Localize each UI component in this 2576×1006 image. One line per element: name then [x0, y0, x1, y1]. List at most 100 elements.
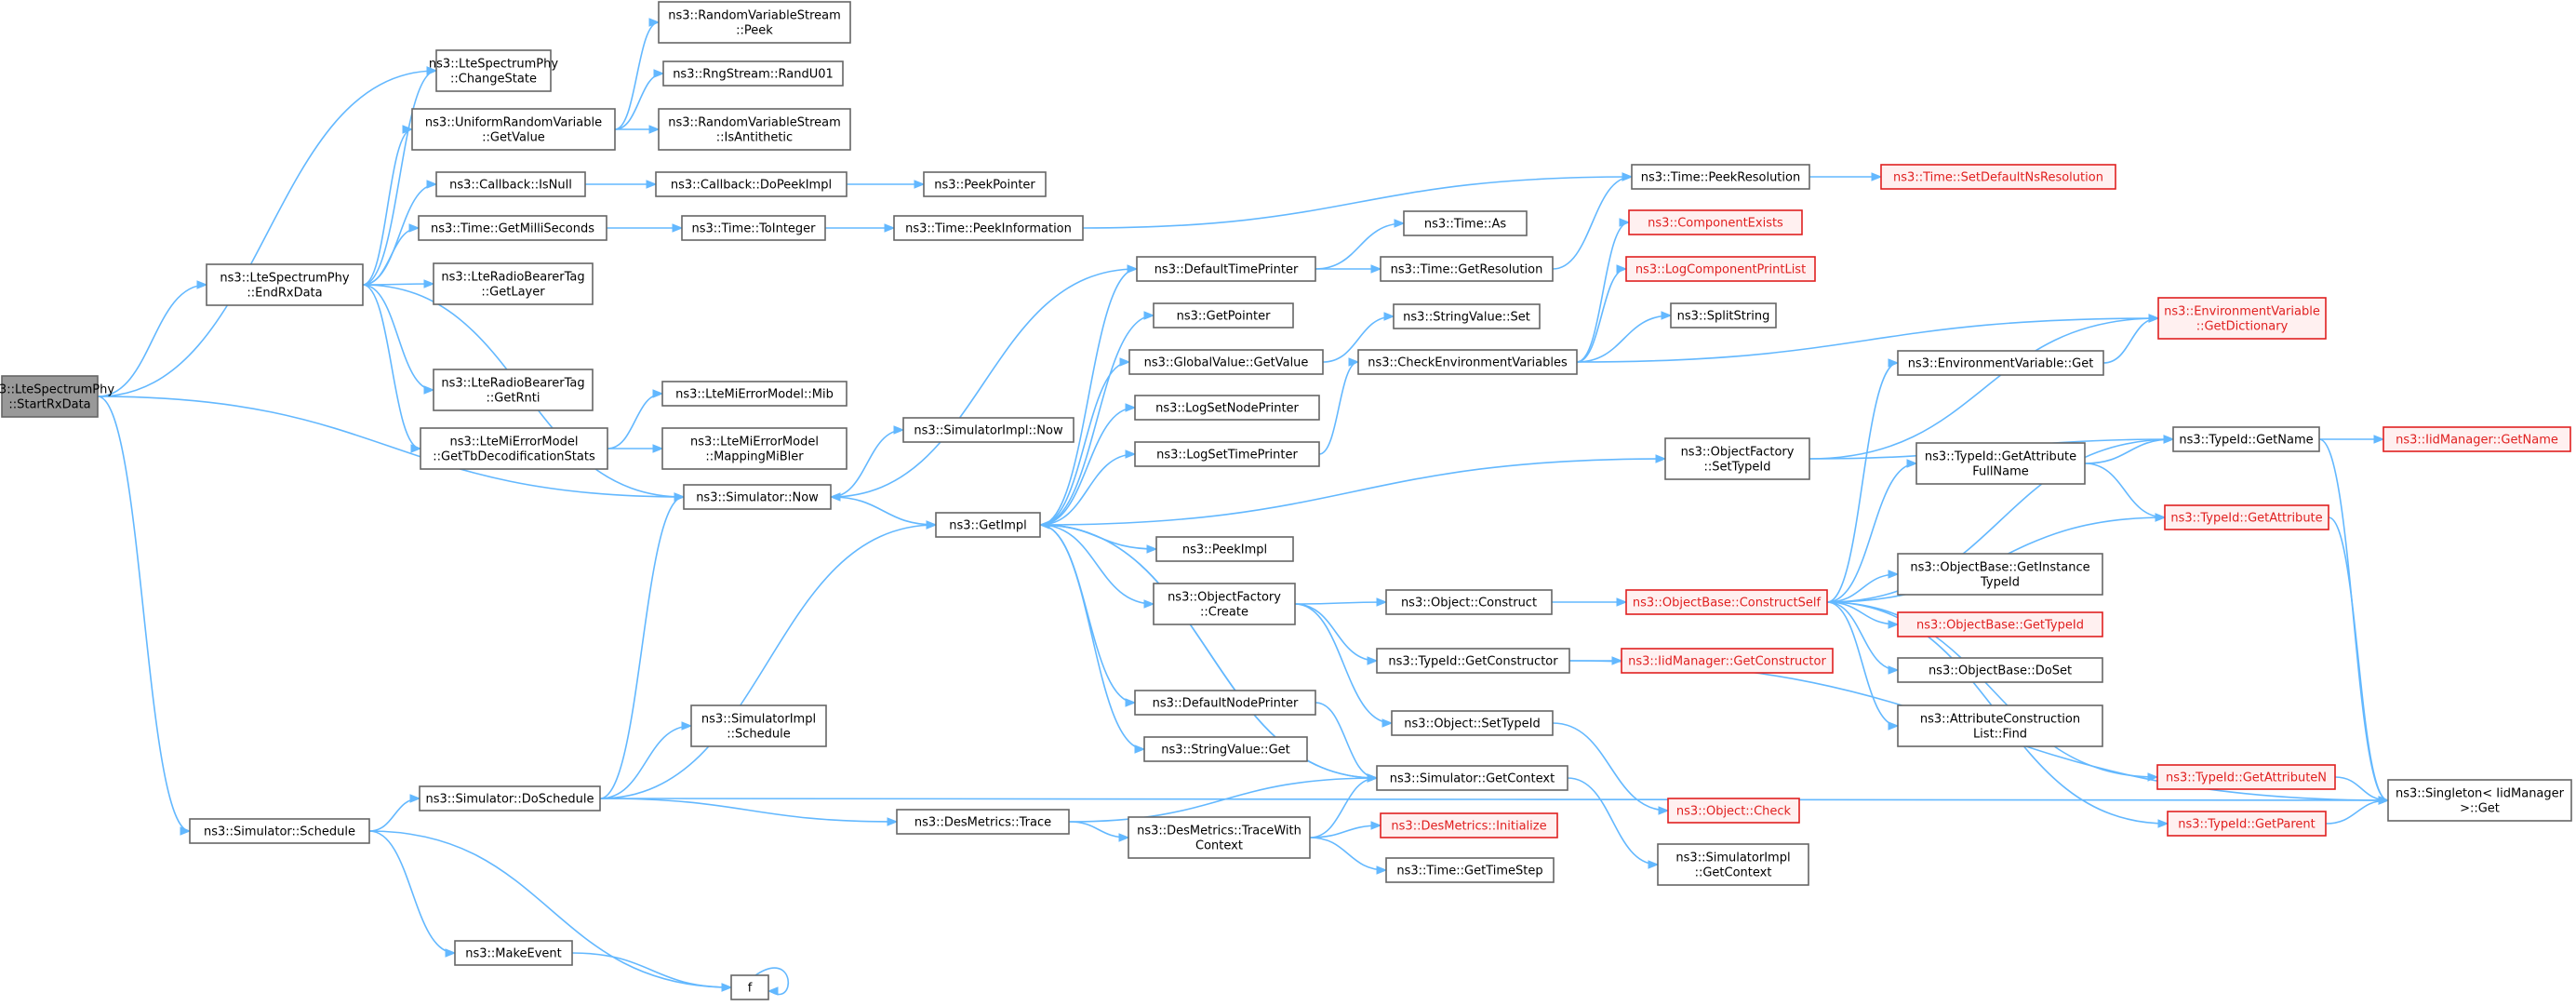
node-box — [662, 60, 844, 87]
node-objSetType[interactable]: ns3::Object::SetTypeId — [1391, 710, 1554, 736]
node-rngRand[interactable]: ns3::RngStream::RandU01 — [662, 60, 844, 87]
node-objBaseCtor[interactable]: ns3::ObjectBase::ConstructSelf — [1625, 589, 1828, 615]
node-typeGetCtor[interactable]: ns3::TypeId::GetConstructor — [1376, 648, 1570, 674]
edge-simGetCtx-to-simImplGetCtx — [1567, 777, 1660, 869]
edge-line — [1039, 458, 1666, 526]
node-objFactCreate[interactable]: ns3::ObjectFactory::Create — [1153, 583, 1296, 625]
edge-line — [1826, 601, 1899, 671]
node-simNow[interactable]: ns3::Simulator::Now — [683, 484, 832, 510]
node-iidGetName[interactable]: ns3::IidManager::GetName — [2382, 426, 2571, 452]
edge-line — [362, 284, 421, 449]
node-simImplSched[interactable]: ns3::SimulatorImpl::Schedule — [690, 704, 827, 747]
node-timePeekRes[interactable]: ns3::Time::PeekResolution — [1631, 164, 1810, 190]
node-logSetTime[interactable]: ns3::LogSetTimePrinter — [1134, 441, 1320, 467]
node-envVarGet[interactable]: ns3::EnvironmentVariable::Get — [1897, 350, 2104, 376]
node-label: ns3::ObjectBase::GetInstance — [1910, 561, 2089, 575]
node-peekImpl[interactable]: ns3::PeekImpl — [1155, 536, 1294, 562]
node-strValSet[interactable]: ns3::StringValue::Set — [1393, 303, 1541, 329]
node-box — [661, 427, 848, 470]
node-rvsPeek[interactable]: ns3::RandomVariableStream::Peek — [658, 1, 851, 44]
node-desTrace[interactable]: ns3::DesMetrics::Trace — [896, 809, 1070, 835]
node-simGetCtx[interactable]: ns3::Simulator::GetContext — [1376, 765, 1568, 791]
node-label: ns3::GetPointer — [1177, 310, 1271, 324]
node-cbIsNull[interactable]: ns3::Callback::IsNull — [435, 171, 586, 197]
node-objCheck[interactable]: ns3::Object::Check — [1667, 798, 1800, 824]
node-box — [1667, 798, 1800, 824]
node-objConstruct[interactable]: ns3::Object::Construct — [1385, 589, 1553, 615]
node-uniformGet[interactable]: ns3::UniformRandomVariable::GetValue — [411, 108, 616, 151]
edge-arrowhead — [887, 817, 899, 826]
node-label: ns3::Simulator::DoSchedule — [425, 793, 594, 807]
node-label: ns3::LteSpectrumPhy — [220, 272, 349, 286]
node-miMib[interactable]: ns3::LteMiErrorModel::Mib — [661, 381, 848, 407]
node-timePeekInfo[interactable]: ns3::Time::PeekInformation — [893, 215, 1084, 241]
edge-line — [1826, 463, 1917, 603]
node-timeAs[interactable]: ns3::Time::As — [1403, 210, 1528, 236]
edge-line — [1576, 317, 2159, 363]
node-getPointer[interactable]: ns3::GetPointer — [1153, 302, 1294, 329]
edge-line — [2102, 317, 2159, 364]
node-rvsAnti[interactable]: ns3::RandomVariableStream::IsAntithetic — [658, 108, 851, 151]
node-label: ns3::StringValue::Get — [1161, 744, 1289, 758]
node-simImplGetCtx[interactable]: ns3::SimulatorImpl::GetContext — [1657, 843, 1809, 886]
node-cbDoPeek[interactable]: ns3::Callback::DoPeekImpl — [655, 171, 848, 197]
node-logSetNode[interactable]: ns3::LogSetNodePrinter — [1134, 395, 1320, 421]
node-logCompPrint[interactable]: ns3::LogComponentPrintList — [1625, 256, 1816, 282]
node-bearerRnti[interactable]: ns3::LteRadioBearerTag::GetRnti — [433, 369, 594, 411]
node-fn[interactable]: f — [730, 974, 769, 1000]
node-miGetTb[interactable]: ns3::LteMiErrorModel::GetTbDecodificatio… — [420, 427, 608, 470]
node-timeToInt[interactable]: ns3::Time::ToInteger — [681, 215, 826, 241]
node-globalValueGet[interactable]: ns3::GlobalValue::GetValue — [1128, 349, 1324, 375]
node-strValGet[interactable]: ns3::StringValue::Get — [1143, 736, 1308, 762]
node-label: ::GetRnti — [487, 392, 541, 406]
node-timeMilli[interactable]: ns3::Time::GetMilliSeconds — [418, 215, 607, 241]
edge-arrowhead — [681, 721, 693, 731]
node-simDoSchedule[interactable]: ns3::Simulator::DoSchedule — [419, 785, 601, 812]
node-iidGetCtor[interactable]: ns3::IidManager::GetConstructor — [1621, 648, 1834, 674]
edge-simDoSchedule-to-simNow — [599, 492, 686, 799]
node-peekPtr[interactable]: ns3::PeekPointer — [923, 171, 1047, 197]
node-envVarDict[interactable]: ns3::EnvironmentVariable::GetDictionary — [2157, 297, 2327, 340]
edge-desTrace-to-simGetCtx — [1068, 773, 1379, 823]
edge-defTimePrinter-to-timeAs — [1315, 219, 1406, 270]
node-splitString[interactable]: ns3::SplitString — [1670, 302, 1777, 329]
edge-getImpl-to-objFactSetType — [1039, 454, 1667, 526]
node-singletonGet[interactable]: ns3::Singleton< IidManager >::Get — [2387, 779, 2572, 822]
node-box — [1897, 657, 2103, 683]
node-defTimePrinter[interactable]: ns3::DefaultTimePrinter — [1136, 256, 1316, 282]
node-timeSetDef[interactable]: ns3::Time::SetDefaultNsResolution — [1880, 164, 2116, 190]
node-compExists[interactable]: ns3::ComponentExists — [1628, 209, 1803, 235]
node-changeState[interactable]: ns3::LteSpectrumPhy::ChangeState — [429, 49, 558, 92]
node-bearerLayer[interactable]: ns3::LteRadioBearerTag::GetLayer — [433, 262, 594, 305]
node-typeGetName[interactable]: ns3::TypeId::GetName — [2172, 426, 2320, 452]
node-simImplNow[interactable]: ns3::SimulatorImpl::Now — [902, 417, 1074, 443]
edge-line — [1318, 361, 1359, 455]
node-getImpl[interactable]: ns3::GetImpl — [935, 512, 1041, 538]
node-simSchedule[interactable]: ns3::Simulator::Schedule — [189, 818, 370, 844]
node-desInit[interactable]: ns3::DesMetrics::Initialize — [1380, 812, 1558, 838]
node-objFactSetType[interactable]: ns3::ObjectFactory::SetTypeId — [1664, 437, 1810, 480]
node-timeStep[interactable]: ns3::Time::GetTimeStep — [1385, 857, 1555, 883]
node-typeGetAttr[interactable]: ns3::TypeId::GetAttribute — [2164, 504, 2329, 530]
node-defNodePrinter[interactable]: ns3::DefaultNodePrinter — [1134, 690, 1316, 716]
node-label: ns3::LteSpectrumPhy — [429, 58, 558, 72]
node-typeGetParent[interactable]: ns3::TypeId::GetParent — [2167, 811, 2327, 837]
edge-arrowhead — [1888, 721, 1900, 731]
edge-line — [1576, 268, 1627, 363]
edge-objFactCreate-to-objConstruct — [1294, 597, 1388, 607]
edge-line — [830, 496, 937, 526]
node-typeGetAttrN[interactable]: ns3::TypeId::GetAttributeN — [2156, 764, 2336, 790]
node-miMapping[interactable]: ns3::LteMiErrorModel::MappingMiBler — [661, 427, 848, 470]
node-box — [1385, 589, 1553, 615]
node-endRx[interactable]: ns3::LteSpectrumPhy::EndRxData — [206, 263, 364, 306]
node-checkEnv[interactable]: ns3::CheckEnvironmentVariables — [1357, 349, 1578, 375]
node-objBaseGetType[interactable]: ns3::ObjectBase::GetTypeId — [1897, 611, 2103, 637]
node-objBaseDoSet[interactable]: ns3::ObjectBase::DoSet — [1897, 657, 2103, 683]
node-timeGetRes[interactable]: ns3::Time::GetResolution — [1380, 256, 1554, 282]
node-makeEvent[interactable]: ns3::MakeEvent — [454, 940, 573, 966]
